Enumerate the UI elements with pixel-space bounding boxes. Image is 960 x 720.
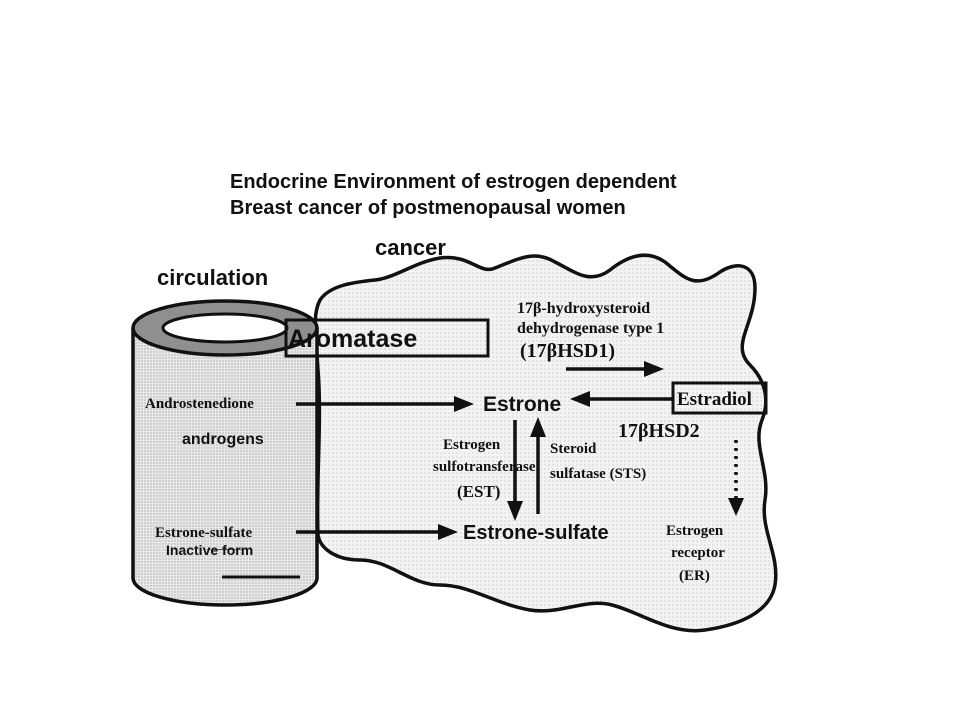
hsd1-abbrev: (17βHSD1) — [520, 340, 615, 362]
est-name-line2: sulfotransferase — [433, 459, 536, 475]
arrow-estrone-to-estradiol — [566, 361, 664, 377]
androstenedione-label: Androstenedione — [145, 396, 254, 412]
hsd1-name-line1: 17β-hydroxysteroid — [517, 300, 650, 317]
hsd2-label: 17βHSD2 — [618, 420, 700, 442]
arrow-estrone-to-estrone-sulfate — [507, 420, 523, 521]
est-name-line1: Estrogen — [443, 437, 501, 453]
arrow-circulating-estrone-sulfate — [296, 524, 458, 540]
estrone-sulfate-circ-line2: Inactive form — [166, 542, 253, 558]
diagram-title-line1: Endocrine Environment of estrogen depend… — [230, 171, 677, 193]
est-abbrev: (EST) — [457, 482, 500, 501]
estrone-label: Estrone — [483, 393, 561, 416]
vessel-body — [133, 328, 317, 578]
er-name-line2: receptor — [671, 545, 725, 561]
aromatase-box — [284, 318, 490, 358]
arrow-estradiol-to-receptor — [728, 440, 744, 516]
arrow-estradiol-to-estrone — [570, 391, 672, 407]
er-abbrev: (ER) — [679, 568, 710, 584]
hsd1-name-line2: dehydrogenase type 1 — [517, 320, 664, 337]
estrone-sulfate-circ-line1: Estrone-sulfate — [155, 525, 253, 541]
estrone-sulfate-label: Estrone-sulfate — [463, 522, 609, 544]
estradiol-label: Estradiol — [677, 389, 752, 410]
androgens-label: androgens — [182, 431, 264, 448]
diagram-title-line2: Breast cancer of postmenopausal women — [230, 197, 626, 219]
sts-name-line2: sulfatase (STS) — [550, 466, 646, 482]
arrow-estrone-sulfate-to-estrone — [530, 417, 546, 514]
er-name-line1: Estrogen — [666, 523, 724, 539]
circulation-label: circulation — [157, 265, 268, 290]
arrow-androstenedione-to-estrone — [296, 396, 474, 412]
vessel-lumen — [161, 312, 289, 344]
aromatase-label: Aromatase — [288, 325, 417, 353]
sts-name-line1: Steroid — [550, 441, 597, 457]
cancer-tissue-shape — [313, 253, 778, 633]
cancer-label: cancer — [375, 235, 446, 260]
estradiol-box — [671, 381, 768, 415]
circulation-vessel — [131, 299, 319, 607]
